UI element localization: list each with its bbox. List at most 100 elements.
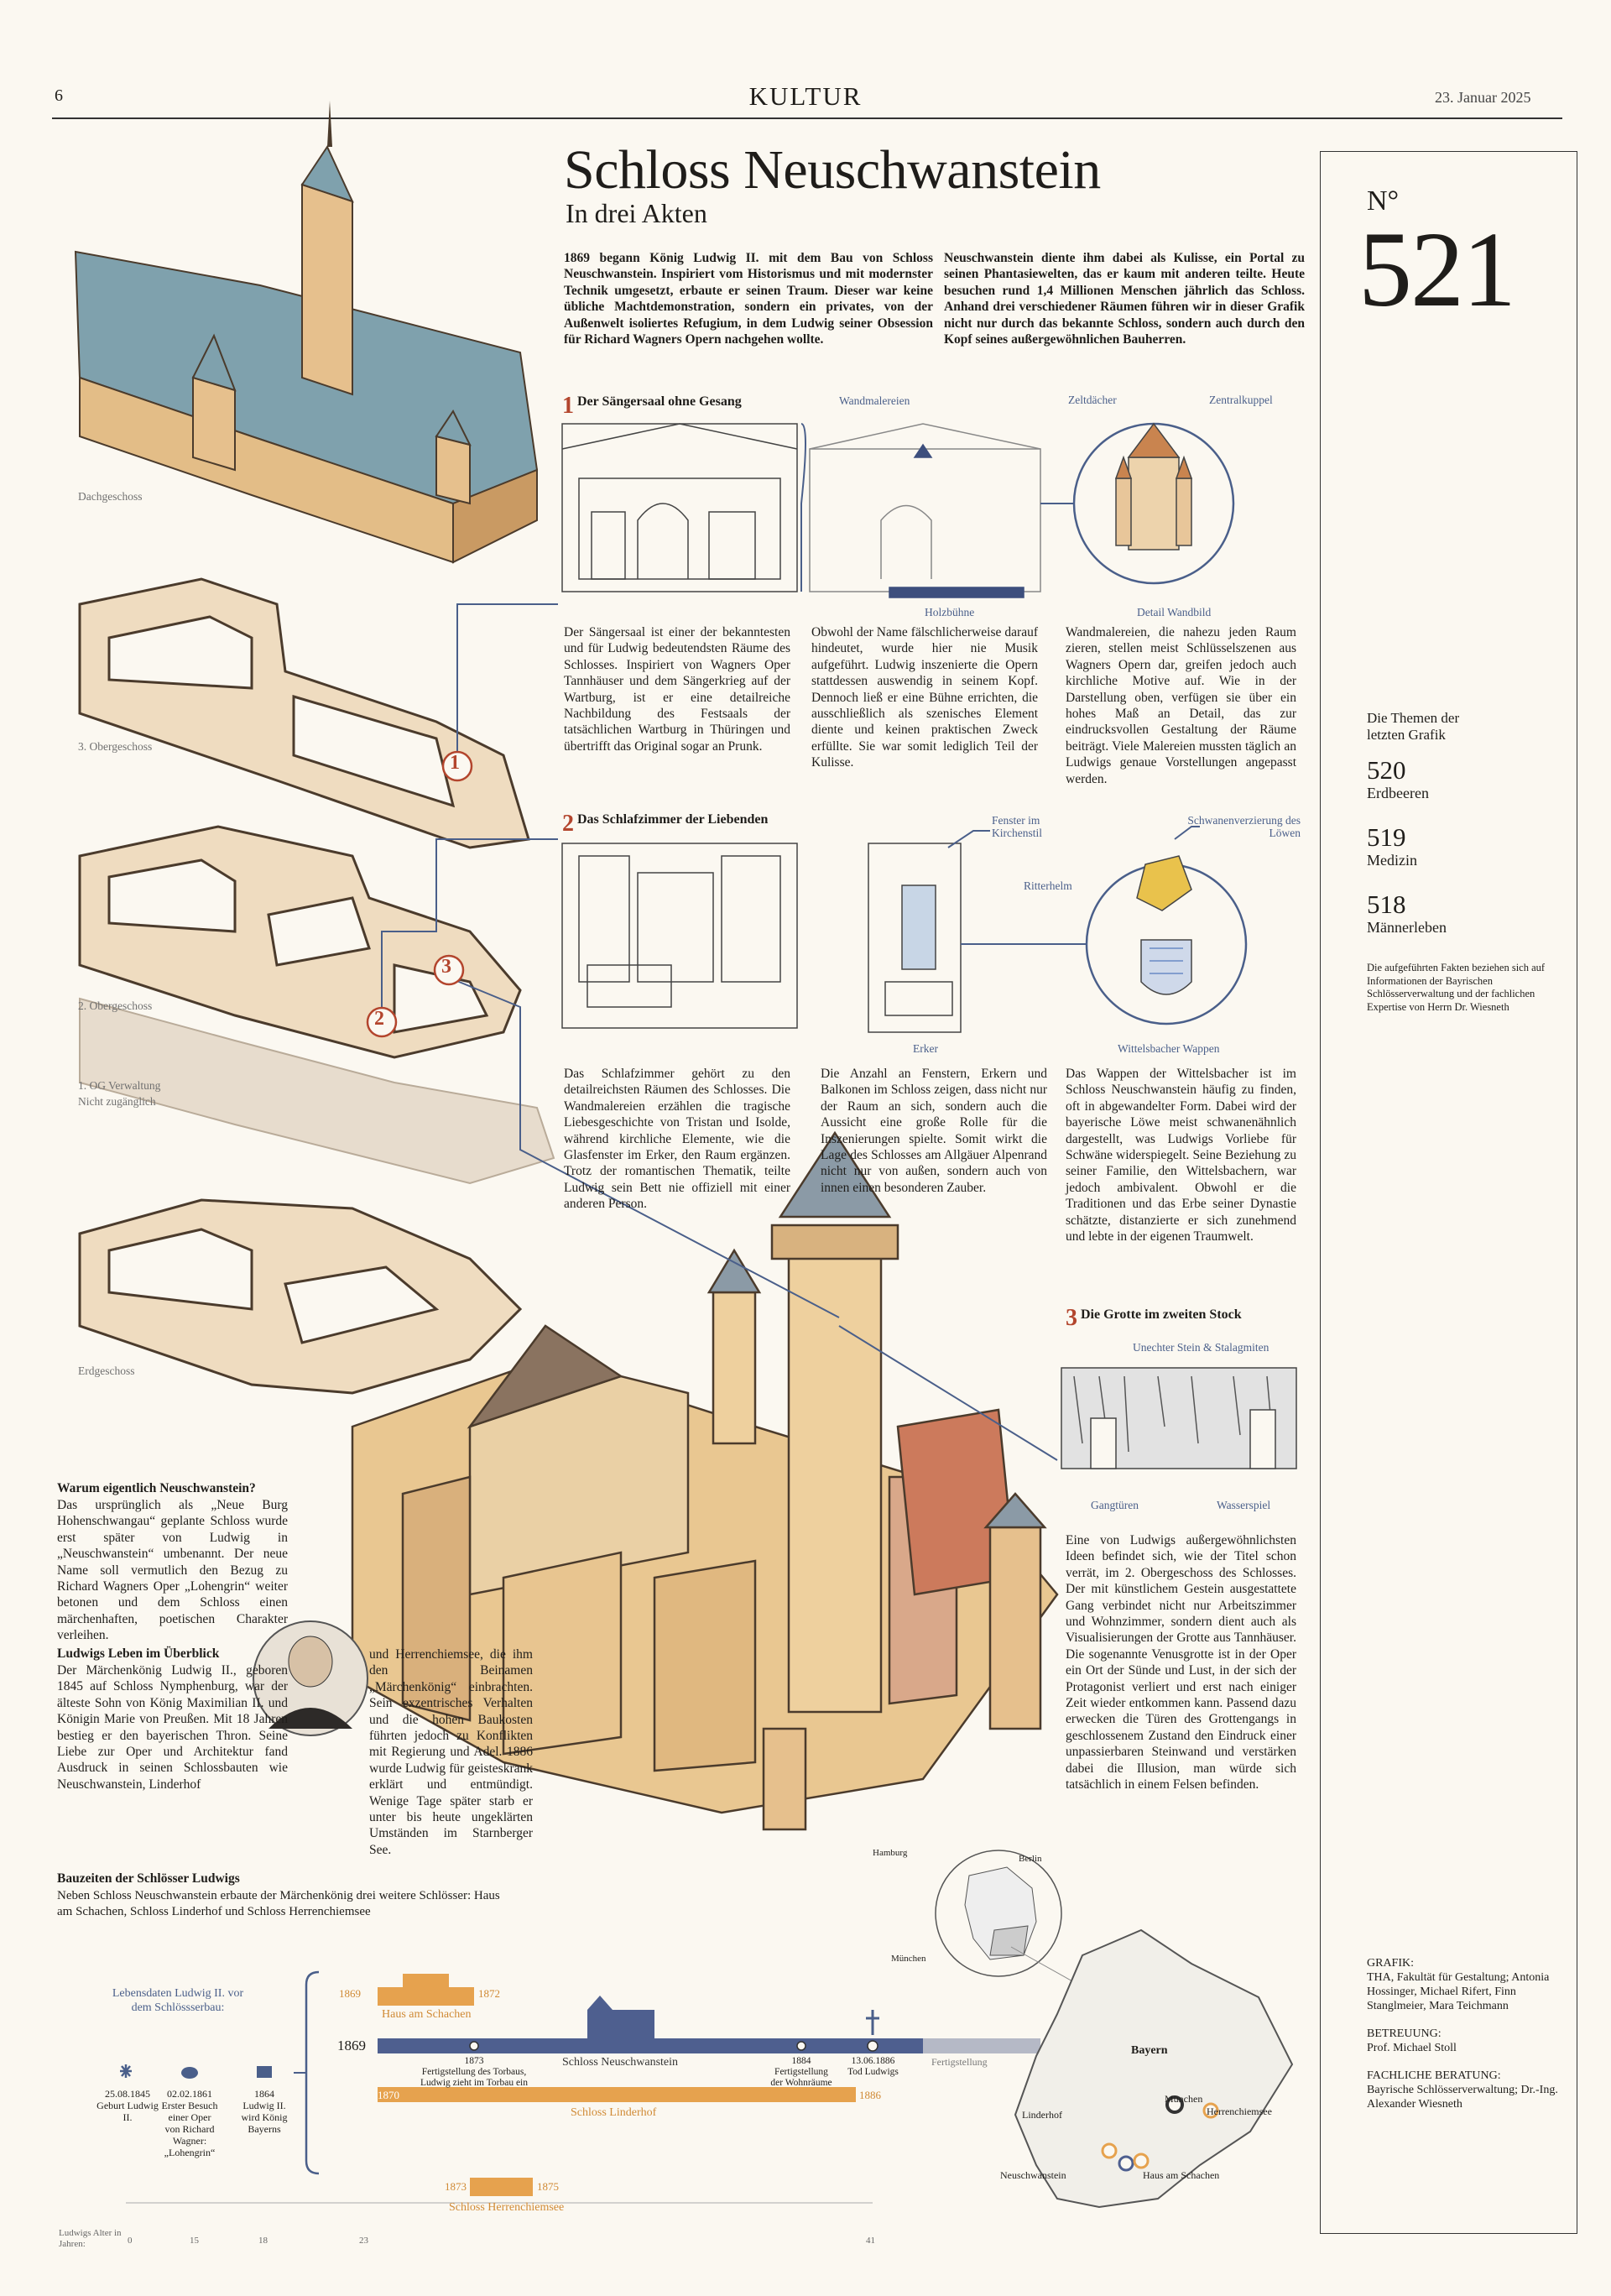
map-bayern: Bayern bbox=[1131, 2044, 1168, 2057]
credit-grafik-label: GRAFIK: bbox=[1367, 1957, 1415, 1970]
life-event-2: 02.02.1861 Erster Besuch einer Oper von … bbox=[160, 2088, 219, 2158]
section1-number: 1 bbox=[562, 393, 574, 419]
why-text: Das ursprünglich als „Neue Burg Hohensch… bbox=[57, 1498, 288, 1643]
sidebar-theme-2-num: 519 bbox=[1367, 822, 1406, 852]
section2-number: 2 bbox=[562, 811, 574, 837]
label-schwan: Schwanenverzierung des Löwen bbox=[1187, 814, 1301, 839]
sidebar-no-label: N° bbox=[1367, 185, 1400, 217]
holzbuehne-sketch bbox=[809, 423, 1041, 598]
section3-title: Die Grotte im zweiten Stock bbox=[1081, 1307, 1242, 1322]
floor-label-1og: 1. OG Verwaltung bbox=[78, 1079, 161, 1092]
erker-sketch bbox=[868, 843, 962, 1033]
marker-2: 2 bbox=[374, 1008, 384, 1030]
life-event-3-date: 1864 bbox=[254, 2088, 274, 2100]
linderhof-start: 1870 bbox=[378, 2089, 399, 2101]
section2-text1: Das Schlafzimmer gehört zu den detailrei… bbox=[564, 1067, 790, 1212]
neu-event-2-text: Fertigstellung der Wohnräume bbox=[770, 2067, 832, 2088]
floor-label-2og: 2. Obergeschoss bbox=[78, 999, 153, 1012]
intro-col1: 1869 begann König Ludwig II. mit dem Bau… bbox=[564, 251, 933, 347]
age-label: Ludwigs Alter in Jahren: bbox=[59, 2228, 122, 2249]
credit-betreuung-text: Prof. Michael Stoll bbox=[1367, 2042, 1457, 2054]
sidebar-number: 521 bbox=[1358, 210, 1516, 329]
sidebar-theme-3-num: 518 bbox=[1367, 890, 1406, 919]
life-event-1: 25.08.1845 Geburt Ludwig II. bbox=[94, 2088, 161, 2123]
schachen-name: Haus am Schachen bbox=[382, 2008, 472, 2021]
marker-3: 3 bbox=[441, 956, 451, 978]
page-title: Schloss Neuschwanstein bbox=[564, 139, 1101, 201]
roof-floor bbox=[74, 101, 539, 564]
map-muenchen: München bbox=[1165, 2093, 1203, 2105]
life-event-3: 1864 Ludwig II. wird König Bayerns bbox=[235, 2088, 294, 2135]
intro-col2: Neuschwanstein diente ihm dabei als Kuli… bbox=[944, 251, 1305, 347]
section1-title: Der Sängersaal ohne Gesang bbox=[577, 394, 742, 409]
label-stein: Unechter Stein & Stalagmiten bbox=[1133, 1341, 1270, 1354]
date: 23. Januar 2025 bbox=[1435, 89, 1531, 106]
credit-betreuung-label: BETREUUNG: bbox=[1367, 2027, 1442, 2040]
linderhof-name: Schloss Linderhof bbox=[571, 2106, 657, 2119]
sidebar-theme-3-name: Männerleben bbox=[1367, 919, 1447, 936]
sidebar-themes-title: Die Themen der letzten Grafik bbox=[1367, 710, 1460, 743]
life-dates-title: Lebensdaten Ludwig II. vor dem Schlössse… bbox=[112, 1987, 244, 2014]
neu-name: Schloss Neuschwanstein bbox=[562, 2056, 679, 2069]
label-wasserspiel: Wasserspiel bbox=[1217, 1499, 1271, 1511]
section-name: KULTUR bbox=[748, 81, 863, 111]
floor-label-dach: Dachgeschoss bbox=[78, 490, 143, 503]
label-fenster: Fenster im Kirchenstil bbox=[992, 814, 1042, 839]
floor-plan-2og bbox=[78, 825, 522, 1059]
section2-text3: Das Wappen der Wittelsbacher ist im Schl… bbox=[1066, 1067, 1296, 1245]
timeline-title: Bauzeiten der Schlösser Ludwigs bbox=[57, 1871, 240, 1886]
sidebar-theme-2: 519 Medizin bbox=[1367, 823, 1417, 869]
life-title: Ludwigs Leben im Überblick bbox=[57, 1646, 220, 1661]
marker-circles bbox=[366, 750, 473, 1038]
map-graphic bbox=[935, 1850, 1294, 2209]
wappen-sketch bbox=[1136, 855, 1192, 995]
section1-text2: Obwohl der Name fälschlicherweise darauf… bbox=[811, 625, 1038, 770]
floor-label-3og: 3. Obergeschoss bbox=[78, 740, 153, 753]
label-wandmalereien: Wandmalereien bbox=[839, 394, 910, 407]
label-detail-wandbild: Detail Wandbild bbox=[1137, 606, 1212, 618]
why-title: Warum eigentlich Neuschwanstein? bbox=[57, 1481, 256, 1495]
floor-label-1og-note: Nicht zugänglich bbox=[78, 1095, 156, 1108]
sidebar: N° 521 Die Themen der letzten Grafik 520… bbox=[1320, 151, 1577, 2234]
neu-completion: Fertigstellung bbox=[931, 2056, 988, 2068]
marker-1: 1 bbox=[450, 752, 460, 774]
credit-beratung-text: Bayrische Schlösserverwaltung; Dr.-Ing. … bbox=[1367, 2084, 1558, 2111]
floor-plan-3og bbox=[78, 577, 530, 849]
timeline-graphic bbox=[120, 1970, 1040, 2204]
schachen-end: 1872 bbox=[478, 1987, 500, 2000]
life-text2: und Herrenchiemsee, die ihm den Beinamen… bbox=[369, 1647, 533, 1857]
label-ritterhelm: Ritterhelm bbox=[1024, 879, 1072, 892]
page-number: 6 bbox=[55, 86, 63, 105]
neu-event-3-text: Tod Ludwigs bbox=[847, 2067, 899, 2077]
floor-label-eg: Erdgeschoss bbox=[78, 1365, 135, 1377]
neu-event-1-text: Fertigstellung des Torbaus, Ludwig zieht… bbox=[420, 2067, 528, 2088]
neu-event-1: 1873 Fertigstellung des Torbaus, Ludwig … bbox=[415, 2056, 533, 2089]
map-muenchen-de: München bbox=[891, 1954, 926, 1964]
credit-beratung-label: FACHLICHE BERATUNG: bbox=[1367, 2069, 1501, 2082]
life-event-3-text: Ludwig II. wird König Bayerns bbox=[241, 2100, 288, 2135]
sidebar-theme-1-name: Erdbeeren bbox=[1367, 785, 1429, 801]
age-15: 15 bbox=[190, 2236, 199, 2246]
herren-start: 1873 bbox=[445, 2180, 467, 2193]
schachen-start: 1869 bbox=[339, 1987, 361, 2000]
linderhof-end: 1886 bbox=[859, 2089, 881, 2101]
sidebar-theme-1-num: 520 bbox=[1367, 755, 1406, 785]
neu-event-2: 1884 Fertigstellung der Wohnräume bbox=[768, 2056, 835, 2089]
life-event-1-date: 25.08.1845 bbox=[105, 2088, 150, 2100]
saengersaal-sketch bbox=[561, 423, 798, 592]
section3-text: Eine von Ludwigs außergewöhnlichsten Ide… bbox=[1066, 1533, 1296, 1792]
label-zeltdaecher: Zeltdächer bbox=[1068, 394, 1117, 406]
sidebar-theme-2-name: Medizin bbox=[1367, 852, 1417, 869]
neu-event-2-date: 1884 bbox=[791, 2056, 811, 2066]
header-rule bbox=[52, 117, 1562, 119]
age-23: 23 bbox=[359, 2236, 368, 2246]
map-berlin: Berlin bbox=[1019, 1854, 1042, 1864]
page-subtitle: In drei Akten bbox=[566, 198, 707, 228]
sidebar-theme-1: 520 Erdbeeren bbox=[1367, 756, 1429, 802]
map-herrenchiemsee: Herrenchiemsee bbox=[1207, 2106, 1272, 2117]
neu-start: 1869 bbox=[337, 2038, 366, 2053]
leader-lines bbox=[381, 423, 1200, 1461]
herren-end: 1875 bbox=[537, 2180, 559, 2193]
label-wappen: Wittelsbacher Wappen bbox=[1118, 1042, 1220, 1055]
map-neuschwanstein: Neuschwanstein bbox=[1000, 2169, 1066, 2181]
